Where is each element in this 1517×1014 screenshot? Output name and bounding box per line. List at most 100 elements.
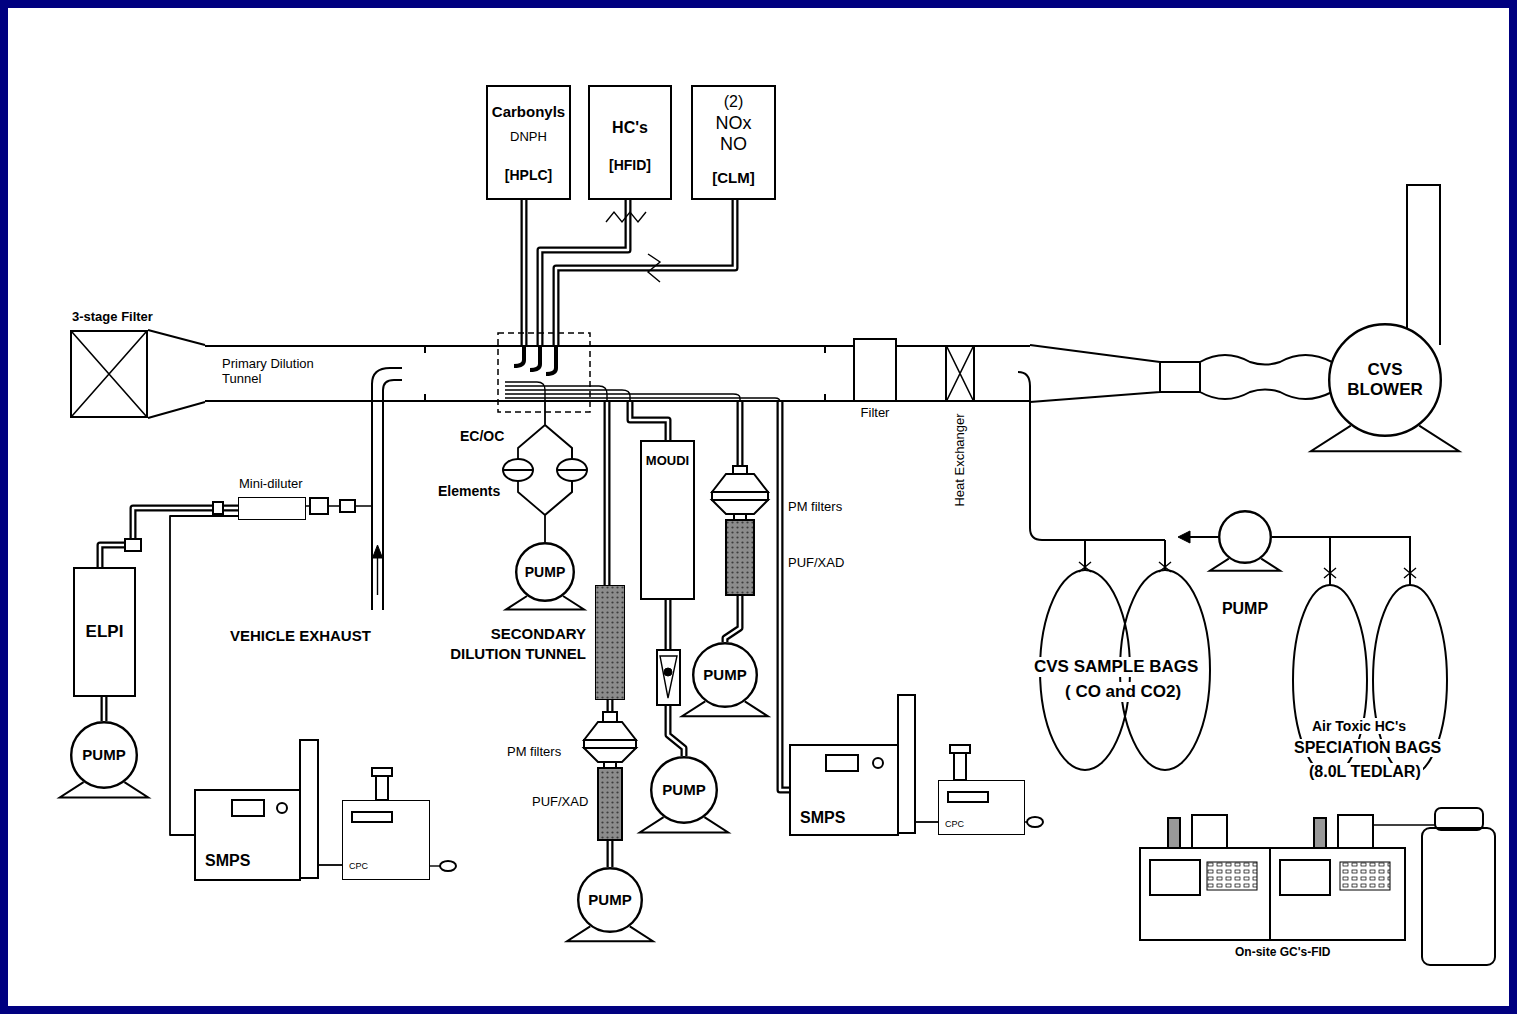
exhaust-pipe xyxy=(373,545,383,558)
pm-filter-holder xyxy=(603,712,617,722)
ecoc-filter-holder xyxy=(503,469,533,471)
cpc-parts xyxy=(440,861,456,871)
node-text: [HFID] xyxy=(609,157,651,173)
node-text: [CLM] xyxy=(712,169,754,186)
exhaust-pipe xyxy=(372,368,402,610)
connector-bore xyxy=(103,697,106,721)
gc-instrument xyxy=(1314,818,1326,848)
pm-filter-holder xyxy=(712,466,768,595)
connector-path xyxy=(604,402,611,585)
callout-label: VEHICLE EXHAUST xyxy=(228,627,373,644)
ecoc-filter-holder xyxy=(503,425,587,515)
cvs-bag-line xyxy=(1018,372,1165,570)
pm-filter-holder xyxy=(584,748,636,762)
blower-stack xyxy=(1407,185,1440,345)
mini-diluter-plumbing xyxy=(340,500,355,512)
cpc-parts xyxy=(954,753,966,780)
node-text: CVS BLOWER xyxy=(1340,360,1430,399)
rotameter xyxy=(664,668,672,676)
heat-exchanger: Heat Exchanger xyxy=(945,345,975,402)
rotameter xyxy=(657,650,680,705)
node-text: Primary Dilution Tunnel xyxy=(222,357,340,387)
sample-tube xyxy=(630,402,668,440)
callout-label: EC/OC xyxy=(458,428,506,444)
connector-path xyxy=(101,697,108,721)
analyzer-box: CarbonylsDNPH[HPLC] xyxy=(486,85,571,200)
filter-cross xyxy=(72,332,146,416)
node-text: CPC xyxy=(349,861,368,871)
gc-instrument xyxy=(1140,808,1495,965)
connector-bore xyxy=(556,200,735,345)
cpc-parts xyxy=(950,745,970,753)
sample-probe xyxy=(514,345,556,374)
gc-instrument xyxy=(1192,815,1227,848)
node-text: PUMP xyxy=(525,564,565,580)
callout-label: PUF/XAD xyxy=(530,795,590,810)
gc-instrument xyxy=(1168,818,1180,848)
smps-console xyxy=(873,758,883,768)
connector-path xyxy=(780,402,790,790)
callout-label: Elements xyxy=(436,483,502,499)
node-text: Carbonyls xyxy=(492,103,565,120)
sample-line xyxy=(170,516,238,835)
filter-element: Filter xyxy=(853,338,897,402)
callout-label: Air Toxic HC's xyxy=(1310,718,1408,734)
cpc-parts xyxy=(948,792,988,802)
cpc-parts xyxy=(948,745,1043,827)
node-text: PUMP xyxy=(703,666,746,683)
gc-instrument xyxy=(1270,848,1405,940)
node-text: 3-stage Filter xyxy=(72,310,153,325)
node-text: PUMP xyxy=(1222,600,1268,618)
node-text: Filter xyxy=(861,406,890,421)
node-text: SMPS xyxy=(205,852,250,870)
node-text: MOUDI xyxy=(646,454,689,469)
gc-instrument xyxy=(1373,824,1435,825)
analyzer-box: (2)NOxNO[CLM] xyxy=(691,85,776,200)
tunnel-taper-venturi xyxy=(1030,345,1332,402)
connector-bore xyxy=(780,402,790,790)
gc-instrument xyxy=(1207,862,1257,890)
ecoc-filter-holder xyxy=(503,459,533,481)
node-text: NOx xyxy=(716,113,752,134)
node-text: ELPI xyxy=(86,622,124,642)
gc-instrument xyxy=(1280,860,1330,895)
smps-console xyxy=(790,695,915,835)
rotameter xyxy=(660,656,677,698)
connector-path xyxy=(556,200,735,345)
cpc-instrument: CPC xyxy=(938,780,1025,835)
connector-path xyxy=(521,200,528,345)
pm-filter-holder xyxy=(726,520,754,595)
gc-instrument xyxy=(1422,828,1495,965)
pm-filter-holder xyxy=(598,768,622,840)
sample-tube xyxy=(556,200,735,345)
mini-diluter-box: Mini-diluter xyxy=(238,497,306,520)
circle-outline xyxy=(651,757,717,823)
pm-filter-holder xyxy=(584,722,636,740)
speciation-bag xyxy=(1293,585,1447,775)
smps-console xyxy=(195,740,318,880)
pm-filter-holder xyxy=(584,712,636,840)
dilution-tunnel: Primary Dilution Tunnel xyxy=(205,345,1030,402)
smps-console xyxy=(195,790,300,880)
circle-outline xyxy=(71,722,137,788)
connector-path xyxy=(170,516,238,835)
tunnel-taper-venturi xyxy=(1030,345,1332,402)
filter-funnel xyxy=(148,330,205,418)
connector-path xyxy=(318,864,342,866)
circle-outline xyxy=(1329,324,1441,436)
filter-cross xyxy=(947,347,973,400)
circle-outline xyxy=(1219,511,1271,563)
tunnel-flange xyxy=(425,345,825,402)
node-text: SECONDARY DILUTION TUNNEL xyxy=(446,624,586,665)
node-text: DNPH xyxy=(510,130,547,145)
connector-bore xyxy=(523,200,526,345)
sample-line xyxy=(318,865,342,866)
callout-label: PM filters xyxy=(786,500,844,515)
moudi-box: MOUDI xyxy=(640,440,695,600)
connector-path xyxy=(915,821,938,823)
node-text: NO xyxy=(720,134,747,155)
smps-console xyxy=(300,740,318,878)
sample-line xyxy=(915,822,938,823)
